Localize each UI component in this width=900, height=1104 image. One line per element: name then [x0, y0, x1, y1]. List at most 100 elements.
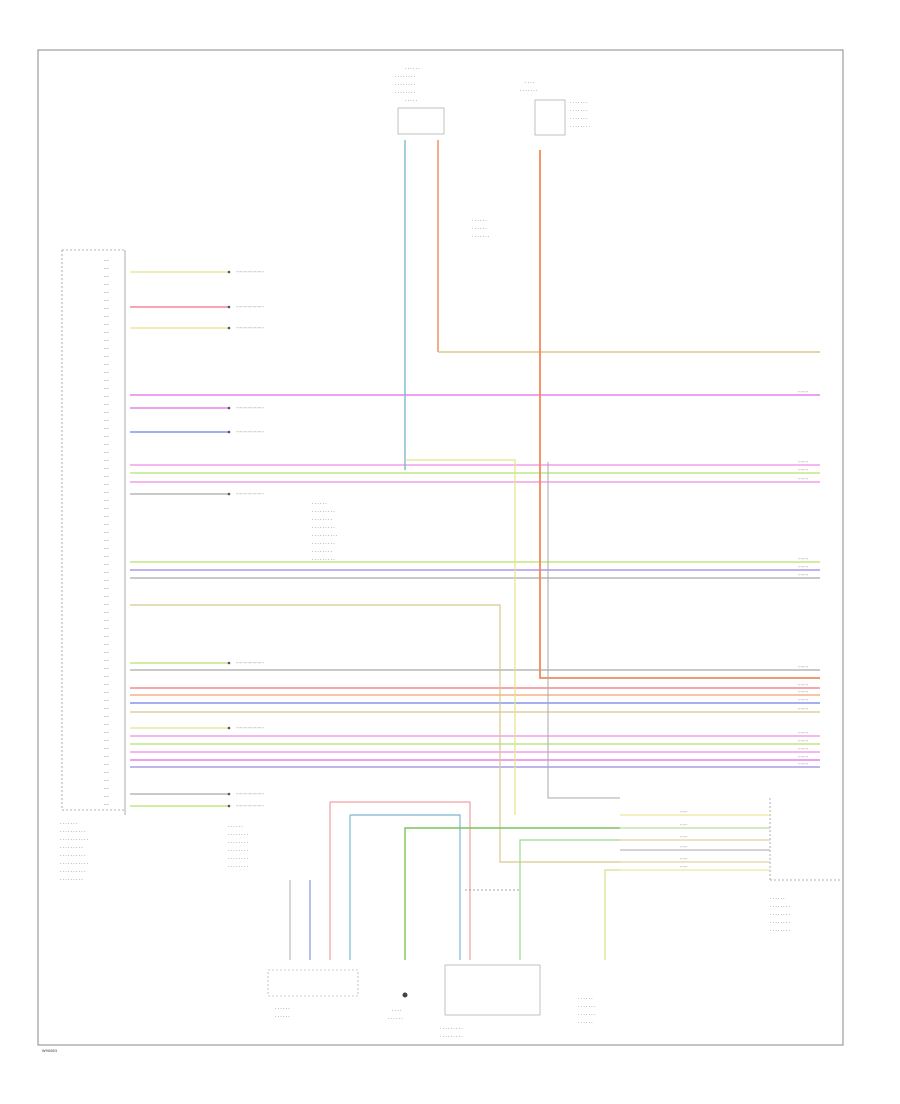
diagram-frame	[37, 49, 844, 1046]
wire-destination-note: ······················	[236, 804, 264, 809]
left-pin-label: ····	[104, 274, 109, 279]
left-pin-label: ····	[104, 362, 109, 367]
teal-bottom-wire	[350, 814, 461, 960]
wire-circuit-code: ········	[798, 683, 808, 688]
left-pin-label: ····	[104, 266, 109, 271]
left-pin-label: ····	[104, 322, 109, 327]
wire-splice-dot	[227, 430, 231, 434]
wire-circuit-code: ········	[798, 468, 808, 473]
left-pin-label: ····	[104, 298, 109, 303]
figure-code: W90083	[42, 1049, 57, 1053]
left-pin-label: ····	[104, 386, 109, 391]
svg-text:· · · · · · · ·: · · · · · · · ·	[395, 90, 415, 95]
left-pin-label: ····	[104, 682, 109, 687]
svg-text:· · · · · · · · ·: · · · · · · · · ·	[440, 1026, 463, 1031]
svg-text:· · · · · · ·: · · · · · · ·	[570, 100, 587, 105]
left-pin-label: ····	[104, 514, 109, 519]
left-pin-label: ····	[104, 762, 109, 767]
left-pin-label: ····	[104, 794, 109, 799]
gray-run-wire	[547, 462, 620, 799]
wire-splice-dot	[227, 792, 231, 796]
svg-text:· · · · · · ·: · · · · · · ·	[570, 116, 587, 121]
left-pin-label: ····	[104, 554, 109, 559]
svg-text:· · · · · ·: · · · · · ·	[405, 66, 420, 71]
long-wire-group: ········································…	[130, 390, 820, 768]
wire-circuit-code: ········	[798, 739, 808, 744]
left-pin-label: ····	[104, 570, 109, 575]
svg-text:· · · · · · · · · · ·: · · · · · · · · · · ·	[60, 861, 88, 866]
wire-splice-dot	[227, 726, 231, 730]
left-pin-label: ····	[104, 338, 109, 343]
svg-text:· · · · · · · ·: · · · · · · · ·	[228, 832, 248, 837]
left-pin-label: ····	[104, 714, 109, 719]
wire-splice-dot	[227, 492, 231, 496]
left-pin-label: ····	[104, 786, 109, 791]
lower-note-block: · · · · · · · · · · · · · · · · · · · · …	[228, 824, 248, 869]
left-pin-label: ····	[104, 642, 109, 647]
svg-text:· · · · · · · · ·: · · · · · · · · ·	[440, 1034, 463, 1039]
right-module-connector	[769, 798, 840, 881]
left-pin-label: ····	[104, 418, 109, 423]
wire-circuit-code: ········	[798, 477, 808, 482]
left-pin-label: ····	[104, 706, 109, 711]
right-connector-code: ······	[680, 823, 688, 828]
svg-text:· · · · · · ·: · · · · · · ·	[570, 108, 587, 113]
lightgreen-bottom-wire	[519, 839, 620, 960]
left-pin-label: ····	[104, 522, 109, 527]
wire-splice-dot	[227, 326, 231, 330]
wire-circuit-code: ········	[798, 690, 808, 695]
left-pin-label: ····	[104, 538, 109, 543]
svg-text:· · · · · · · · ·: · · · · · · · · ·	[312, 525, 335, 530]
mid-label-cluster: · · · · · · · · · · · · · · · · · · ·	[472, 218, 489, 239]
right-connector-code: ······	[680, 857, 688, 862]
left-pin-label: ····	[104, 394, 109, 399]
left-pin-label: ····	[104, 450, 109, 455]
tan-tee-wire	[130, 604, 620, 863]
wire-destination-note: ······················	[236, 726, 264, 731]
left-pin-label: ····	[104, 474, 109, 479]
left-pin-label: ····	[104, 722, 109, 727]
svg-text:· · · · · · · · · ·: · · · · · · · · · ·	[312, 533, 337, 538]
left-pin-label: ····	[104, 306, 109, 311]
left-pin-label: ····	[104, 626, 109, 631]
wire-circuit-code: ········	[798, 755, 808, 760]
svg-text:· · · · · · · · ·: · · · · · · · · ·	[312, 509, 335, 514]
left-pin-label: ····	[104, 634, 109, 639]
svg-text:· · · · · · ·: · · · · · · ·	[520, 88, 537, 93]
left-pin-label: ····	[104, 770, 109, 775]
svg-text:· · · · · ·: · · · · · ·	[472, 218, 487, 223]
svg-text:· · · · · · · ·: · · · · · · · ·	[312, 549, 332, 554]
top-right-component: · · · · · · · · · · · · · · · · · · · · …	[520, 80, 590, 136]
wire-destination-note: ······················	[236, 326, 264, 331]
wire-circuit-code: ········	[798, 460, 808, 465]
left-pin-label: ····	[104, 594, 109, 599]
left-module-connector	[61, 249, 126, 815]
wire-splice-dot	[227, 661, 231, 665]
left-pin-label: ····	[104, 546, 109, 551]
left-pin-label: ····	[104, 802, 109, 807]
green-bottom-wire	[404, 827, 620, 960]
left-pin-label: ····	[104, 354, 109, 359]
svg-text:· · · · · · · ·: · · · · · · · ·	[228, 840, 248, 845]
left-module-caption: · · · · · · · · · · · · · · · · · · · · …	[60, 821, 88, 882]
svg-text:· · · · · · · ·: · · · · · · · ·	[770, 912, 790, 917]
vertical-wire-group	[130, 140, 820, 863]
wire-splice-dot	[227, 804, 231, 808]
left-pin-label: ····	[104, 482, 109, 487]
left-pin-label: ····	[104, 610, 109, 615]
pink-bottom-wire	[330, 801, 471, 960]
svg-text:· · · · · ·: · · · · · ·	[228, 824, 243, 829]
svg-text:· · · · · ·: · · · · · ·	[578, 1020, 593, 1025]
left-pin-label: ····	[104, 490, 109, 495]
wire-circuit-code: ········	[798, 698, 808, 703]
left-pin-label: ····	[104, 738, 109, 743]
left-pin-label: ····	[104, 506, 109, 511]
left-pin-label: ····	[104, 658, 109, 663]
svg-text:· · · · · · · · · ·: · · · · · · · · · ·	[60, 869, 85, 874]
svg-text:· · · · · · · · ·: · · · · · · · · ·	[60, 877, 83, 882]
svg-text:· · · · · ·: · · · · · ·	[770, 896, 785, 901]
wire-circuit-code: ········	[798, 390, 808, 395]
left-pin-label: ····	[104, 746, 109, 751]
left-pin-label: ····	[104, 562, 109, 567]
